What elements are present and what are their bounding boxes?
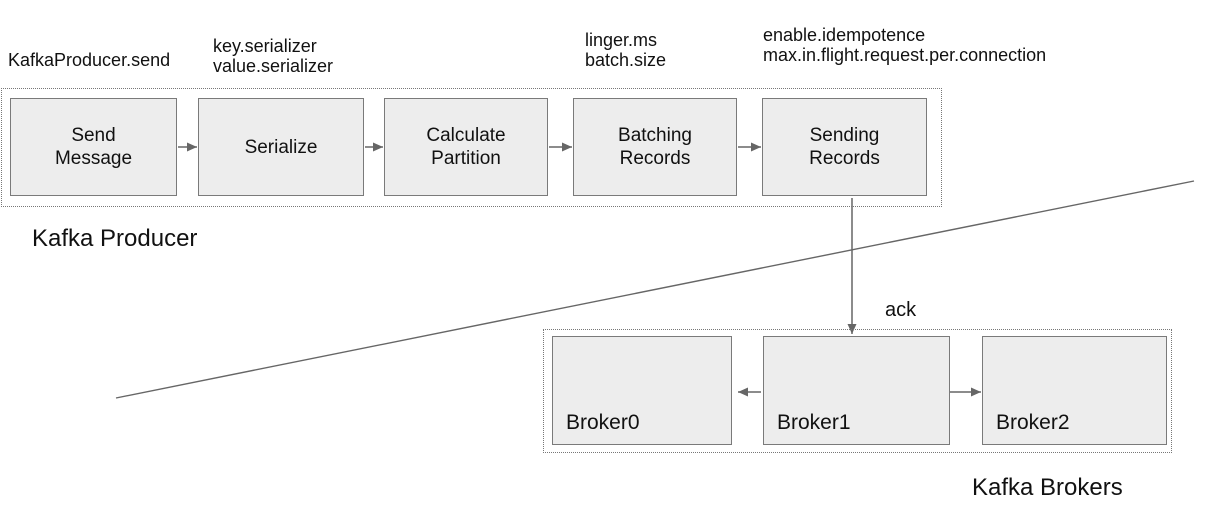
broker-label: Broker0 <box>566 411 640 434</box>
step-box-sending-records: Sending Records <box>762 98 927 196</box>
step-box-calculate-partition: Calculate Partition <box>384 98 548 196</box>
step-box-send-message: Send Message <box>10 98 177 196</box>
config-line: key.serializer <box>213 36 317 56</box>
config-label-batching: linger.ms batch.size <box>585 30 666 70</box>
ack-label: ack <box>885 299 917 321</box>
config-line: batch.size <box>585 50 667 70</box>
step-box-serialize: Serialize <box>198 98 364 196</box>
kafka-brokers-section-label: Kafka Brokers <box>972 474 1123 501</box>
config-line: enable.idempotence <box>763 25 926 45</box>
kafka-producer-group-border <box>1 88 942 207</box>
broker-box-2: Broker2 <box>982 336 1167 445</box>
step-label: Batching Records <box>618 125 692 169</box>
broker-box-0: Broker0 <box>552 336 732 445</box>
step-label: Send Message <box>54 125 133 169</box>
step-box-batching-records: Batching Records <box>573 98 737 196</box>
config-label-idempotence: enable.idempotence max.in.flight.request… <box>763 25 1046 65</box>
broker-label: Broker1 <box>777 411 851 434</box>
config-label-kafkaproducer-send: KafkaProducer.send <box>8 50 170 70</box>
broker-label: Broker2 <box>996 411 1070 434</box>
kafka-brokers-group-border <box>543 329 1172 453</box>
config-label-serializers: key.serializer value.serializer <box>213 36 333 76</box>
config-line: max.in.flight.request.per.connection <box>763 45 1047 65</box>
config-line: KafkaProducer.send <box>8 50 171 70</box>
step-label: Serialize <box>244 136 318 158</box>
step-label: Sending Records <box>809 125 880 169</box>
step-label: Calculate Partition <box>426 125 506 169</box>
broker-box-1: Broker1 <box>763 336 950 445</box>
config-line: linger.ms <box>585 30 658 50</box>
config-line: value.serializer <box>213 56 334 76</box>
kafka-producer-section-label: Kafka Producer <box>32 225 198 252</box>
